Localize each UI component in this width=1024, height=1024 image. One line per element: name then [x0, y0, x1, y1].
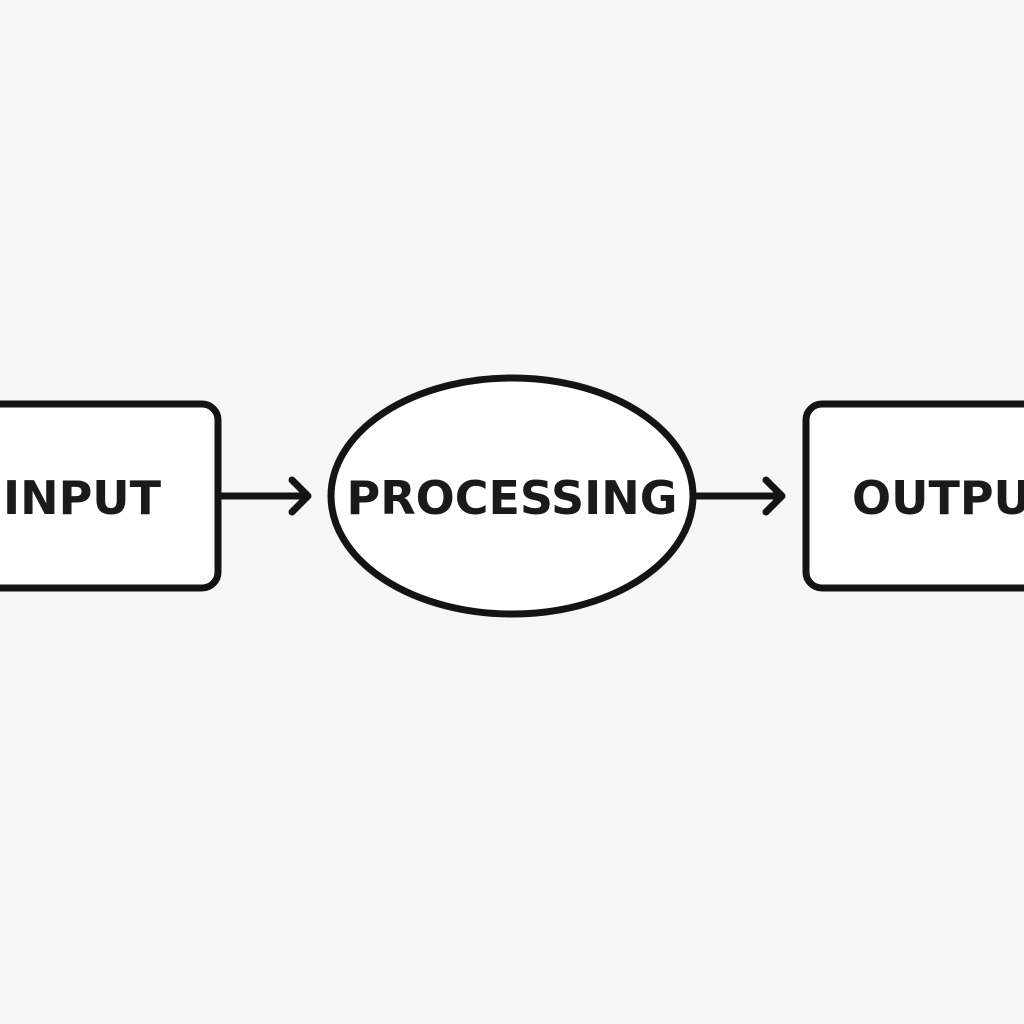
edge-input-processing — [218, 476, 312, 516]
processing-label: PROCESSING — [347, 471, 678, 525]
output-box — [802, 400, 1024, 592]
input-label: INPUT — [3, 471, 162, 525]
node-output: OUTPU — [802, 400, 1024, 592]
node-processing: PROCESSING — [327, 374, 697, 618]
node-input: INPUT — [0, 400, 222, 592]
edge-processing-output — [693, 476, 786, 516]
arrow-head-icon — [762, 476, 786, 516]
output-label: OUTPU — [852, 471, 1024, 525]
processing-ellipse — [327, 374, 697, 618]
arrow-head-icon — [288, 476, 312, 516]
input-box — [0, 400, 222, 592]
